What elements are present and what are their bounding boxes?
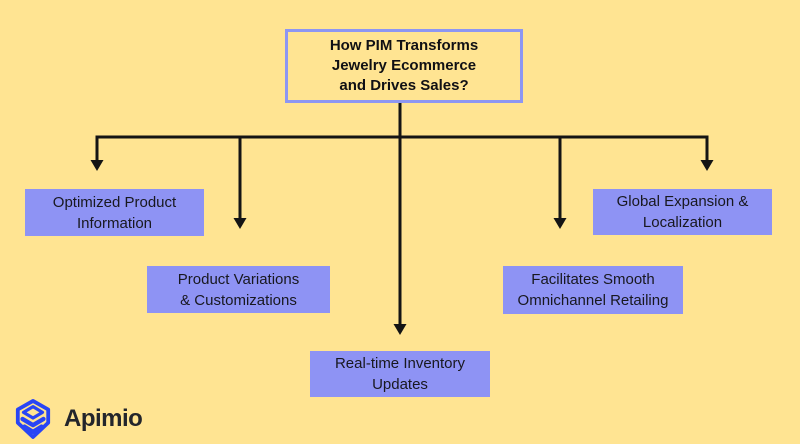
apimio-logo: Apimio (14, 396, 143, 442)
arrowhead-icon (393, 324, 407, 335)
node-product-variations-customizations: Product Variations & Customizations (147, 266, 330, 313)
diagram-title: How PIM Transforms Jewelry Ecommerce and… (285, 29, 523, 103)
apimio-logo-text: Apimio (64, 405, 143, 432)
node-global-expansion-localization: Global Expansion & Localization (593, 189, 772, 235)
node-optimized-product-information: Optimized Product Information (25, 189, 204, 236)
arrowhead-icon (553, 218, 567, 229)
arrowhead-icon (90, 160, 104, 171)
apimio-layered-box-icon (15, 399, 51, 439)
node-real-time-inventory-updates: Real-time Inventory Updates (310, 351, 490, 397)
arrowhead-icon (700, 160, 714, 171)
arrowhead-icon (233, 218, 247, 229)
node-omnichannel-retailing: Facilitates Smooth Omnichannel Retailing (503, 266, 683, 314)
